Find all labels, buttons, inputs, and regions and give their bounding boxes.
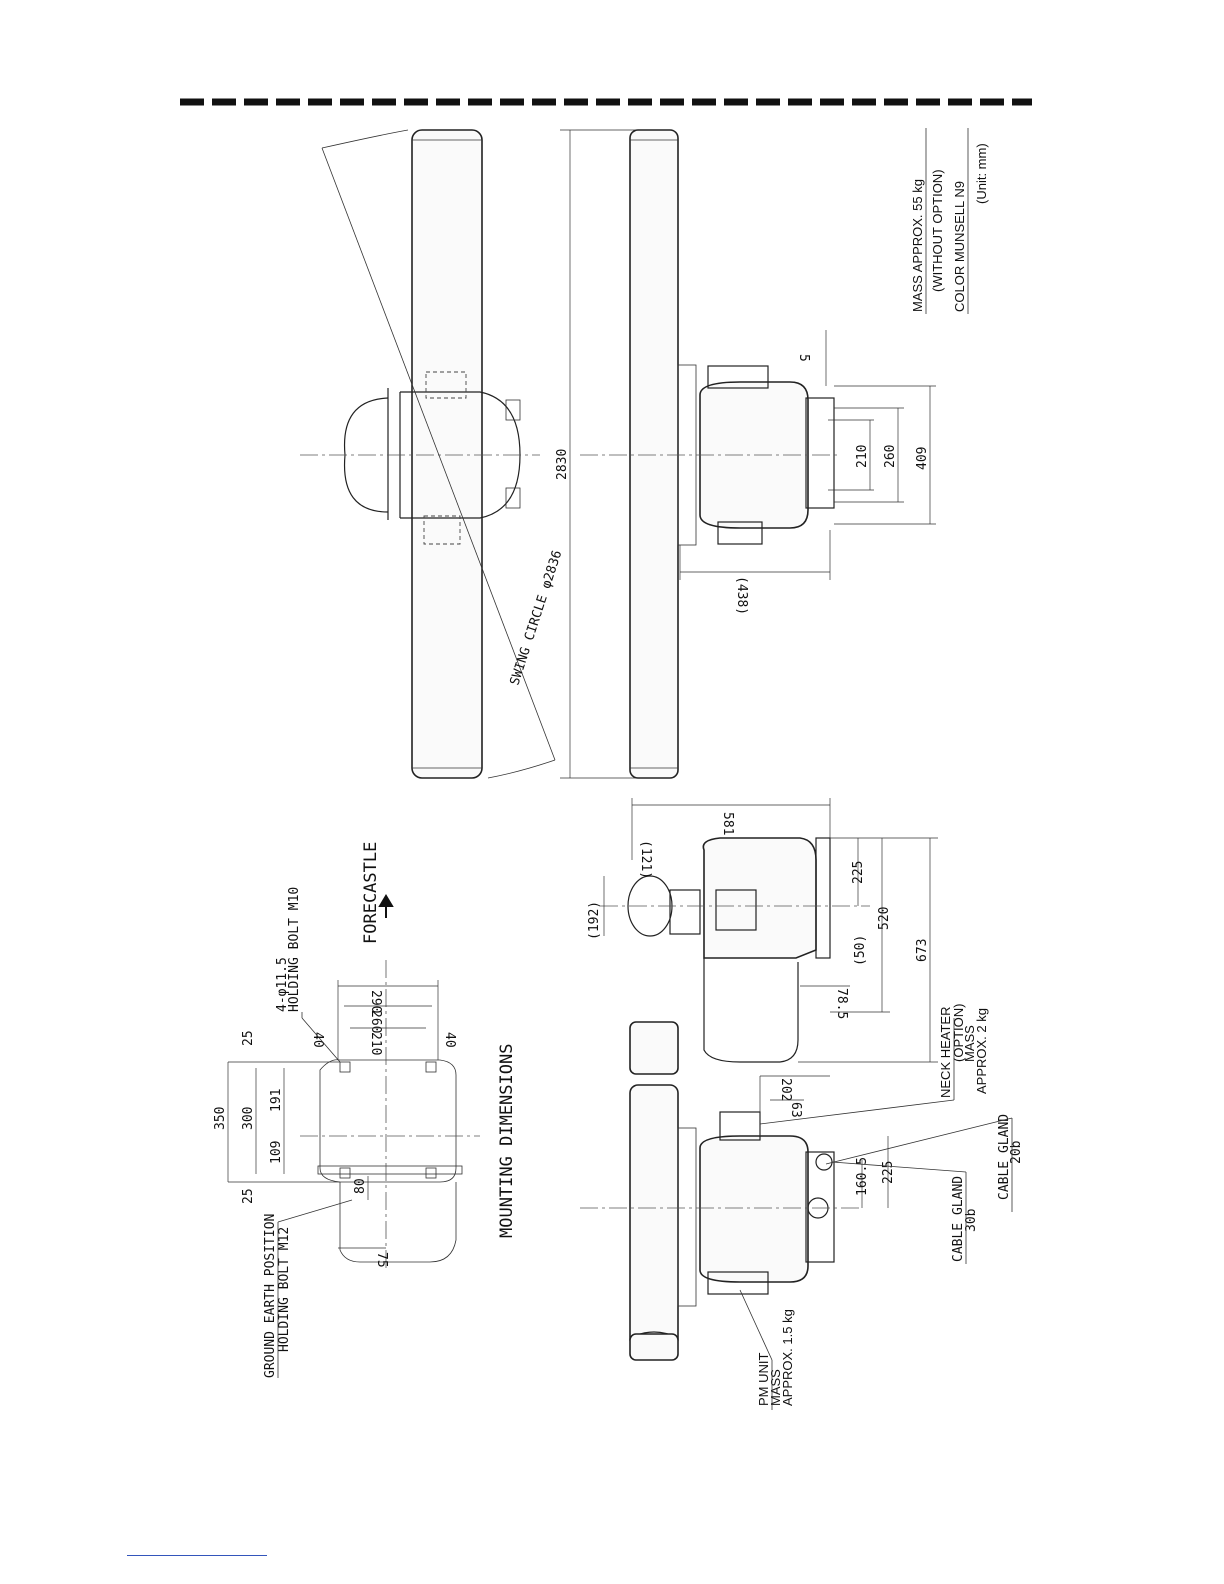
length-2830: 2830 [555, 449, 570, 480]
side-dim-50: (50) [853, 935, 868, 966]
mount-dim-210: 210 [368, 1032, 383, 1055]
front-dim-409: 409 [915, 447, 930, 470]
lower-dim-225: 225 [881, 1161, 896, 1184]
lower-view: 202 63 160.5 225 [580, 1021, 896, 1361]
side-dim-581: 581 [720, 812, 735, 835]
side-body [702, 837, 817, 959]
mount-dim-40a: 40 [310, 1032, 325, 1048]
cable-gland-30b-size: 30b [964, 1208, 979, 1232]
front-dim-438: (438) [734, 576, 749, 615]
cable-gland-30b-label: CABLE GLAND [951, 1176, 966, 1262]
side-view: 581 (121) (192) 225 (50) 520 673 78.5 [587, 798, 938, 1063]
side-dim-192: (192) [587, 901, 602, 940]
pm-unit-callout: PM UNIT MASS APPROX. 1.5 kg [739, 1289, 795, 1410]
pm-unit-approx: APPROX. 1.5 kg [780, 1309, 795, 1406]
side-dim-520: 520 [877, 907, 892, 930]
side-dim-225: 225 [851, 861, 866, 884]
neck-heater-callout: NECK HEATER (OPTION) MASS APPROX. 2 kg [759, 1004, 989, 1125]
front-dim-260: 260 [883, 445, 898, 468]
mount-dim-300: 300 [241, 1107, 256, 1130]
cable-gland-20b-label: CABLE GLAND [997, 1114, 1012, 1200]
neck-heater-mass: MASS [962, 1025, 977, 1062]
forecastle-label: FORECASTLE [361, 842, 381, 944]
mount-dim-80: 80 [353, 1178, 368, 1194]
forecastle-arrow-icon [378, 894, 394, 918]
side-dim-78-5: 78.5 [834, 988, 849, 1019]
notes: MASS APPROX. 55 kg (WITHOUT OPTION) COLO… [910, 128, 989, 314]
front-view: 210 260 409 5 (438) [580, 129, 936, 779]
radiator-stub-lower [629, 1084, 679, 1348]
mount-dim-75: 75 [374, 1252, 389, 1268]
mount-dim-290: 290 [368, 990, 383, 1013]
cable-gland-callouts: CABLE GLAND 20b CABLE GLAND 30b [825, 1114, 1024, 1264]
mount-dim-109: 109 [269, 1141, 284, 1164]
mount-dim-260: 260 [368, 1010, 383, 1033]
footer-link-underline[interactable] [127, 1555, 267, 1556]
neck-heater-label: NECK HEATER [938, 1007, 953, 1099]
mount-dim-191: 191 [269, 1089, 284, 1112]
mount-dim-25b: 25 [241, 1188, 256, 1204]
radiator-end [629, 1333, 679, 1361]
swing-circle-label: SWING CIRCLE φ2836 [508, 549, 566, 688]
neck-heater-option: (OPTION) [951, 1004, 966, 1063]
mounting-view: 350 300 25 25 191 109 80 75 290 260 210 … [213, 842, 517, 1378]
top-view: SWING CIRCLE φ2836 2830 [300, 129, 640, 779]
mounting-outline [319, 1059, 457, 1183]
pm-unit-label: PM UNIT [756, 1353, 771, 1407]
side-dim-121: (121) [638, 840, 653, 879]
lower-dim-160-5: 160.5 [855, 1157, 870, 1196]
ground-earth-label: GROUND EARTH POSITION [263, 1214, 278, 1378]
radiator-top-view [411, 129, 483, 779]
ground-earth-bolt-label: HOLDING BOLT M12 [277, 1227, 292, 1352]
mounting-title: MOUNTING DIMENSIONS [497, 1044, 517, 1238]
neck-heater-approx: APPROX. 2 kg [974, 1008, 989, 1094]
gearbox-lower [699, 1135, 809, 1283]
front-dim-210: 210 [855, 445, 870, 468]
holding-bolt-m10-spec: 4-φ11.5 [275, 957, 290, 1012]
unit-note: (Unit: mm) [974, 143, 989, 204]
lower-dim-202: 202 [778, 1078, 793, 1101]
mass-note: MASS APPROX. 55 kg [910, 179, 925, 312]
radiator-stub-upper [629, 1021, 679, 1075]
cable-gland-20b-size: 20b [1009, 1140, 1024, 1164]
front-dim-5: 5 [796, 354, 811, 362]
radiator-front-view [629, 129, 679, 779]
mount-dim-350: 350 [213, 1107, 228, 1130]
without-option-note: (WITHOUT OPTION) [930, 169, 945, 292]
holding-bolt-m10-label: HOLDING BOLT M10 [287, 887, 302, 1012]
mount-dim-25a: 25 [241, 1030, 256, 1046]
color-note: COLOR MUNSELL N9 [952, 181, 967, 312]
mount-dim-40b: 40 [442, 1032, 457, 1048]
lower-dim-63: 63 [788, 1102, 803, 1118]
side-dim-673: 673 [915, 939, 930, 962]
